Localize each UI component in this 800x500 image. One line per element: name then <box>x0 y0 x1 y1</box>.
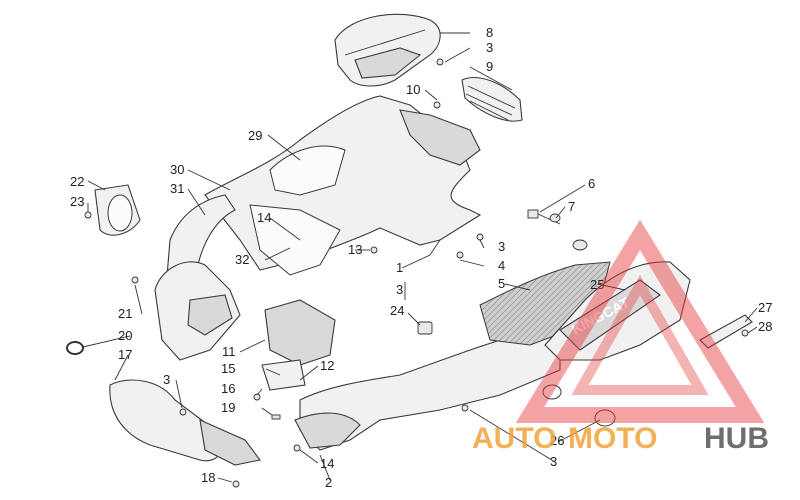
watermark-text-auto: AUTO <box>472 422 556 455</box>
callout-10: 10 <box>406 82 420 97</box>
part-22-nose-cone <box>94 184 141 236</box>
part-8-dash-cover <box>334 13 441 87</box>
callout-7: 7 <box>568 199 575 214</box>
part-11-bracket <box>261 299 336 391</box>
callout-14b: 14 <box>320 456 334 471</box>
callout-3c: 3 <box>498 239 505 254</box>
callout-21: 21 <box>118 306 132 321</box>
callout-3e: 3 <box>550 454 557 469</box>
part-27-rear-bar <box>699 314 753 349</box>
callout-13: 13 <box>348 242 362 257</box>
callout-27: 27 <box>758 300 772 315</box>
callout-28: 28 <box>758 319 772 334</box>
callout-11: 11 <box>222 344 236 359</box>
callout-30: 30 <box>170 162 184 177</box>
callout-17: 17 <box>118 347 132 362</box>
watermark-logo: AUTO MOTO HUB <box>472 219 769 455</box>
callout-9: 9 <box>486 59 493 74</box>
watermark-text-moto: MOTO <box>568 422 657 455</box>
callout-24: 24 <box>390 303 404 318</box>
callout-20: 20 <box>118 328 132 343</box>
part-17-front-bumper <box>109 379 261 466</box>
callout-26: 26 <box>550 433 564 448</box>
callout-31: 31 <box>170 181 184 196</box>
part-29-hood-body <box>204 95 482 276</box>
callout-32: 32 <box>235 252 249 267</box>
callout-6: 6 <box>588 176 595 191</box>
part-26-round-cover <box>542 384 616 427</box>
screws <box>84 58 749 488</box>
part-24-clip <box>417 321 433 335</box>
callout-labels: 8 3 9 10 29 30 31 22 23 14 32 13 1 3 3 4… <box>70 25 772 490</box>
callout-14a: 14 <box>257 210 271 225</box>
callout-16: 16 <box>221 381 235 396</box>
callout-8: 8 <box>486 25 493 40</box>
callout-12: 12 <box>320 358 334 373</box>
callout-19: 19 <box>221 400 235 415</box>
callout-29: 29 <box>248 128 262 143</box>
callout-22: 22 <box>70 174 84 189</box>
part-21-inner-panel <box>154 261 241 361</box>
part-9-vent-grille <box>461 77 523 122</box>
callout-15: 15 <box>221 361 235 376</box>
callout-5: 5 <box>498 276 505 291</box>
callout-3: 3 <box>486 40 493 55</box>
callout-18: 18 <box>201 470 215 485</box>
leader-lines <box>82 32 758 483</box>
callout-2: 2 <box>325 475 332 490</box>
watermark-text-hub: HUB <box>704 422 769 455</box>
part-20-ring <box>66 341 84 355</box>
callout-1: 1 <box>396 260 403 275</box>
part-2-belly-pan <box>294 329 561 451</box>
callout-25: 25 <box>590 277 604 292</box>
callout-3d: 3 <box>163 372 170 387</box>
callout-4: 4 <box>498 258 505 273</box>
part-25-decal-panel: KINGCAT <box>544 261 691 361</box>
callout-3b: 3 <box>396 282 403 297</box>
callout-23: 23 <box>70 194 84 209</box>
